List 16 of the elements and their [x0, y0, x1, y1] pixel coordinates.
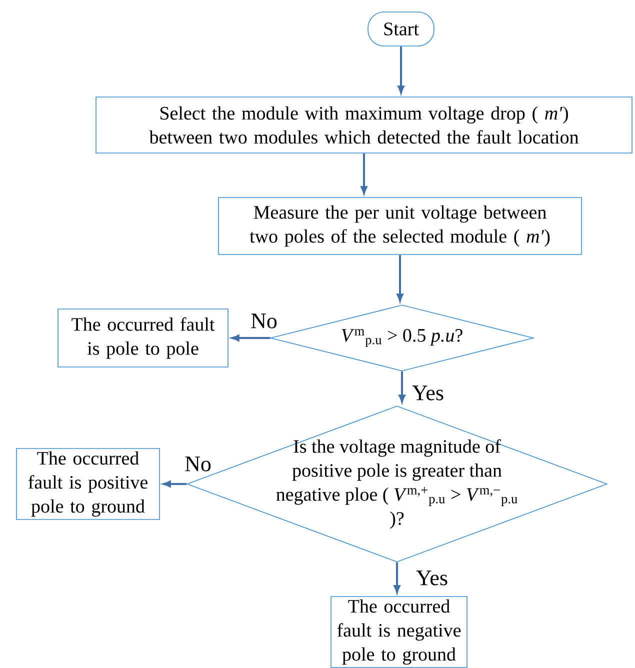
- result-box: The occurred fault is pole to pole: [58, 308, 228, 368]
- edge-label: Yes: [411, 384, 445, 402]
- arrow: [394, 562, 400, 593]
- edge-label: No: [184, 456, 212, 472]
- process-box: Select the module with maximum voltage drop ( m′) between two modules which detected the fault location: [96, 96, 632, 154]
- arrow: [398, 46, 404, 94]
- result-box: The occurred fault is positive pole to ground: [16, 448, 160, 520]
- result-box: The occurred fault is negative pole to ground: [330, 596, 468, 668]
- arrow: [396, 254, 404, 302]
- arrow: [163, 480, 187, 488]
- start-terminal: Start: [368, 12, 434, 46]
- arrow: [360, 153, 368, 194]
- arrow: [398, 371, 406, 402]
- process-box: Measure the per unit voltage between two poles of the selected module ( m′): [218, 197, 582, 255]
- edge-label: Yes: [415, 570, 449, 586]
- arrow: [232, 334, 270, 342]
